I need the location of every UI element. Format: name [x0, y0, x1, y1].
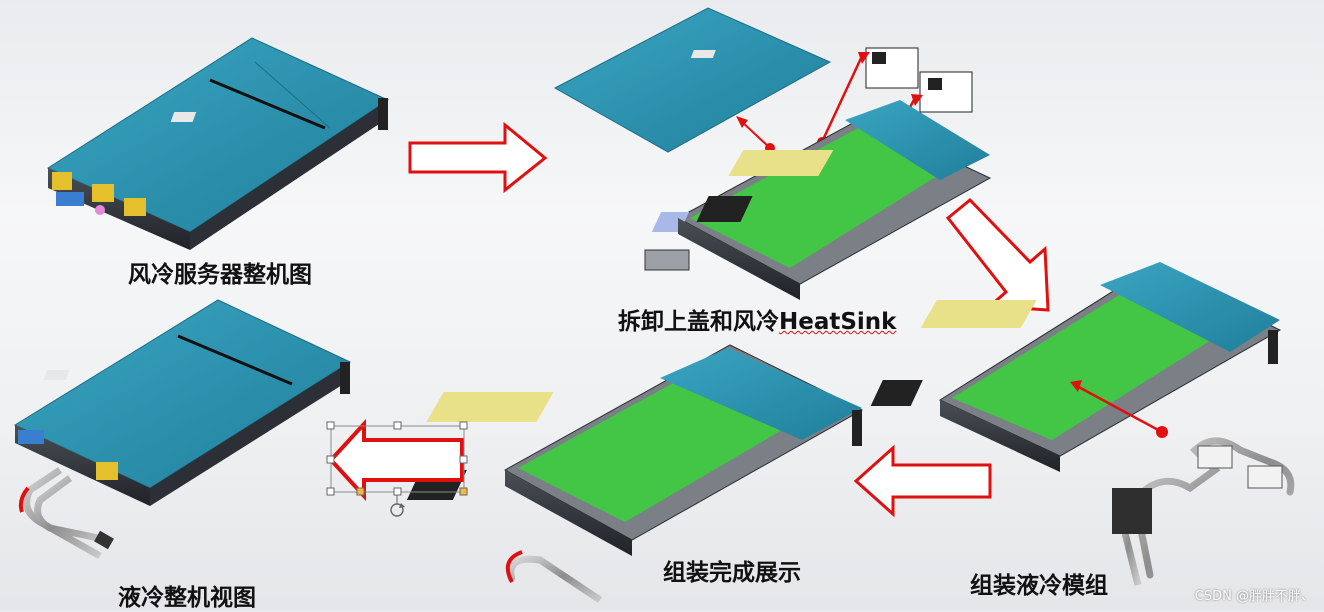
caption-liquid-cooled: 液冷整机视图 — [118, 578, 256, 612]
caption-remove-cover-text: 拆卸上盖和风冷 — [618, 309, 779, 335]
arrow-right-1 — [410, 125, 545, 190]
removed-top-cover — [555, 8, 830, 152]
rotate-handle-icon[interactable] — [391, 503, 405, 516]
caption-assembly-done: 组装完成展示 — [663, 553, 801, 587]
server-liquid-cooled — [15, 300, 350, 556]
liquid-cooling-module — [1112, 441, 1291, 585]
caption-heatsink-text: HeatSink — [779, 309, 896, 335]
caption-liquid-module: 组装液冷模组 — [970, 566, 1108, 600]
watermark: CSDN @胖胖不胖、 — [1195, 585, 1314, 604]
arrow-down-right — [948, 200, 1048, 310]
arrow-left-1 — [856, 448, 990, 514]
server-air-cooled — [48, 38, 388, 250]
removed-heatsinks — [866, 48, 972, 112]
caption-air-cooled: 风冷服务器整机图 — [128, 255, 312, 289]
arrow-left-selected[interactable] — [327, 422, 467, 504]
cover-removal-pointer — [736, 116, 775, 153]
caption-remove-cover: 拆卸上盖和风冷HeatSink — [618, 302, 896, 336]
